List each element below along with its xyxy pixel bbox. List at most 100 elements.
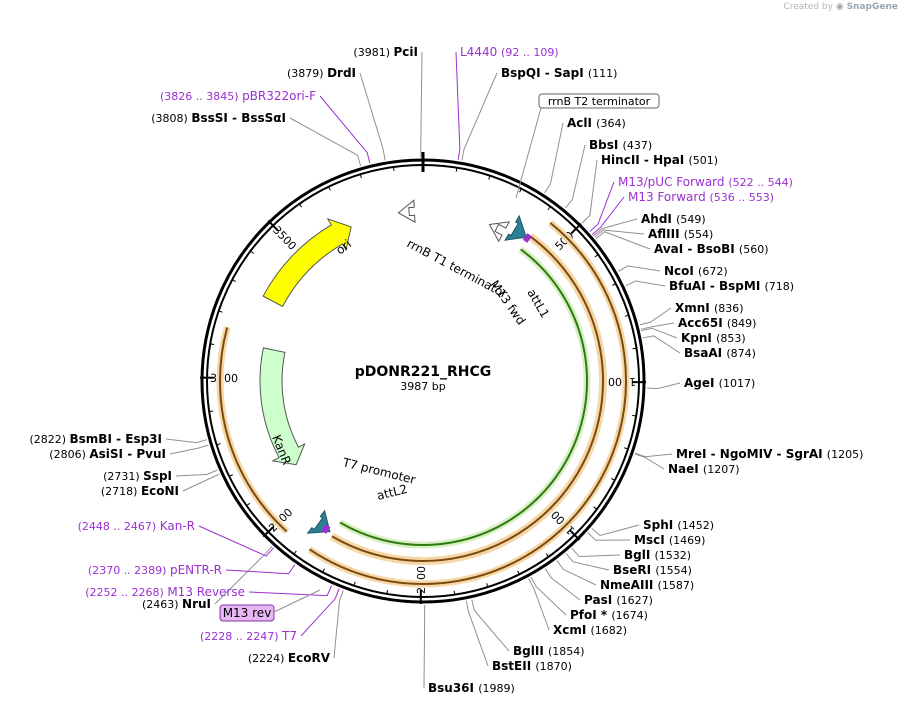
enzyme-left-3-name: SspI <box>143 469 172 483</box>
enzyme-left-3: (2731) SspI <box>103 469 172 483</box>
minor-tick <box>353 581 356 586</box>
primer-6-text: (2252 .. 2268) M13 Reverse <box>85 585 245 599</box>
primer-mark <box>522 233 532 243</box>
enzyme-left-6-name: BssSI - BssSαI <box>191 111 286 125</box>
minor-tick <box>328 186 331 191</box>
enzyme-right-21-pos: (1627) <box>616 594 653 607</box>
enzyme-right-14-leader <box>634 452 673 458</box>
enzyme-right-8-leader <box>625 280 666 287</box>
enzyme-right-24-name: BglII <box>513 644 548 658</box>
minor-tick <box>593 506 598 510</box>
primer-1-name: pBR322ori-F <box>242 89 316 103</box>
minor-tick <box>228 474 234 477</box>
enzyme-right-17-text: MscI (1469) <box>634 533 705 547</box>
enzyme-left-1-name: NruI <box>182 597 211 611</box>
enzyme-right-3-text: HincII - HpaI (501) <box>601 153 718 167</box>
enzyme-right-4-pos: (549) <box>676 213 706 226</box>
primer-7-leader <box>300 588 340 637</box>
enzyme-right-24: BglII (1854) <box>513 644 585 658</box>
enzyme-right-12-leader <box>642 335 681 354</box>
enzyme-right-4-text: AhdI (549) <box>641 212 706 226</box>
enzyme-right-3-pos: (501) <box>688 154 718 167</box>
minor-tick <box>632 347 637 350</box>
enzyme-right-16-name: SphI <box>643 518 677 532</box>
enzyme-left-7-name: DrdI <box>327 66 356 80</box>
enzyme-right-11-name: KpnI <box>681 331 716 345</box>
minor-tick <box>298 203 302 208</box>
feature-rrnb-t2 <box>488 221 511 243</box>
enzyme-right-21-text: PasI (1627) <box>584 593 653 607</box>
primer-3-leader <box>592 196 625 235</box>
enzyme-right-22-text: PfoI * (1674) <box>570 608 648 622</box>
enzyme-right-21-name: PasI <box>584 593 616 607</box>
enzyme-left-5-pos: (2822) <box>29 433 69 446</box>
enzyme-right-2-name: BbsI <box>589 138 623 152</box>
rrnb-t2-box <box>538 93 660 109</box>
enzyme-right-3-leader <box>581 159 598 224</box>
enzyme-left-5: (2822) BsmBI - Esp3I <box>29 432 162 446</box>
enzyme-left-4: (2806) AsiSI - PvuI <box>49 447 166 461</box>
primer-2-leader <box>589 181 615 232</box>
enzyme-right-3-name: HincII - HpaI <box>601 153 688 167</box>
snapgene-brand: SnapGene <box>846 2 898 12</box>
primer-3-range: (536 .. 553) <box>710 191 775 204</box>
enzyme-left-8-leader <box>420 51 423 158</box>
enzyme-right-22-pos: (1674) <box>611 609 648 622</box>
enzyme-left-2-pos: (2718) <box>101 485 141 498</box>
minor-tick <box>453 590 456 595</box>
enzyme-left-8: (3981) PciI <box>353 45 418 59</box>
enzyme-left-7-pos: (3879) <box>287 67 327 80</box>
gene-halo <box>338 246 591 549</box>
minor-tick <box>545 553 549 558</box>
primer-0: L4440 (92 .. 109) <box>460 45 559 59</box>
enzyme-right-21-leader <box>544 568 581 601</box>
ruler-tick <box>262 526 275 538</box>
created-by-text: Created by <box>783 2 833 12</box>
plasmid-name: pDONR221_RHCG <box>355 364 492 380</box>
enzyme-left-2-leader <box>182 473 220 492</box>
enzyme-right-23-text: XcmI (1682) <box>553 623 627 637</box>
primer-mark <box>321 524 331 534</box>
enzyme-right-14: MreI - NgoMIV - SgrAI (1205) <box>676 447 863 461</box>
enzyme-right-6-leader <box>595 231 651 250</box>
enzyme-26: Bsu36I (1989) <box>428 681 515 695</box>
minor-tick <box>293 550 297 555</box>
minor-tick <box>517 570 520 575</box>
enzyme-right-23-pos: (1682) <box>591 624 628 637</box>
rrnb-t2-label: rrnB T2 terminator <box>548 95 651 108</box>
primer-3: M13 Forward (536 .. 553) <box>628 190 774 204</box>
enzyme-right-10: Acc65I (849) <box>678 316 756 330</box>
enzyme-right-1-text: AclI (364) <box>567 116 626 130</box>
enzyme-right-17-leader <box>587 532 631 541</box>
primer-7-text: (2228 .. 2247) T7 <box>200 629 297 643</box>
minor-tick <box>246 502 251 507</box>
primer-5-name: pENTR-R <box>170 563 222 577</box>
feature-label-attl2: attL2 <box>375 482 409 503</box>
enzyme-right-17-name: MscI <box>634 533 669 547</box>
enzyme-right-7-leader <box>618 265 661 272</box>
enzyme-right-19-pos: (1554) <box>655 564 692 577</box>
enzyme-right-23-leader <box>528 578 550 631</box>
enzyme-left-2-text: (2718) EcoNI <box>101 484 179 498</box>
enzyme-right-2-pos: (437) <box>623 139 653 152</box>
primer-6: (2252 .. 2268) M13 Reverse <box>85 585 245 599</box>
enzyme-right-2-leader <box>564 144 586 209</box>
enzyme-right-3: HincII - HpaI (501) <box>601 153 718 167</box>
enzyme-left-3-text: (2731) SspI <box>103 469 172 483</box>
ruler-tick <box>570 223 582 235</box>
enzyme-right-6: AvaI - BsoBI (560) <box>654 242 769 256</box>
primer-2-name: M13/pUC Forward <box>618 175 728 189</box>
enzyme-right-20: NmeAIII (1587) <box>600 578 694 592</box>
enzyme-right-25-pos: (1870) <box>535 660 572 673</box>
primer-2-text: M13/pUC Forward (522 .. 544) <box>618 175 793 189</box>
enzyme-left-2-name: EcoNI <box>141 484 179 498</box>
enzyme-right-18-name: BglI <box>624 548 655 562</box>
enzyme-right-19-leader <box>565 553 610 571</box>
minor-tick <box>392 166 395 172</box>
minor-tick <box>624 314 629 317</box>
feature-label-attl1: attL1 <box>524 287 552 321</box>
primer-3-name: M13 Forward <box>628 190 710 204</box>
minor-tick <box>612 283 617 286</box>
snapgene-watermark: Created by ◉ SnapGene <box>783 2 898 12</box>
enzyme-right-6-text: AvaI - BsoBI (560) <box>654 242 769 256</box>
